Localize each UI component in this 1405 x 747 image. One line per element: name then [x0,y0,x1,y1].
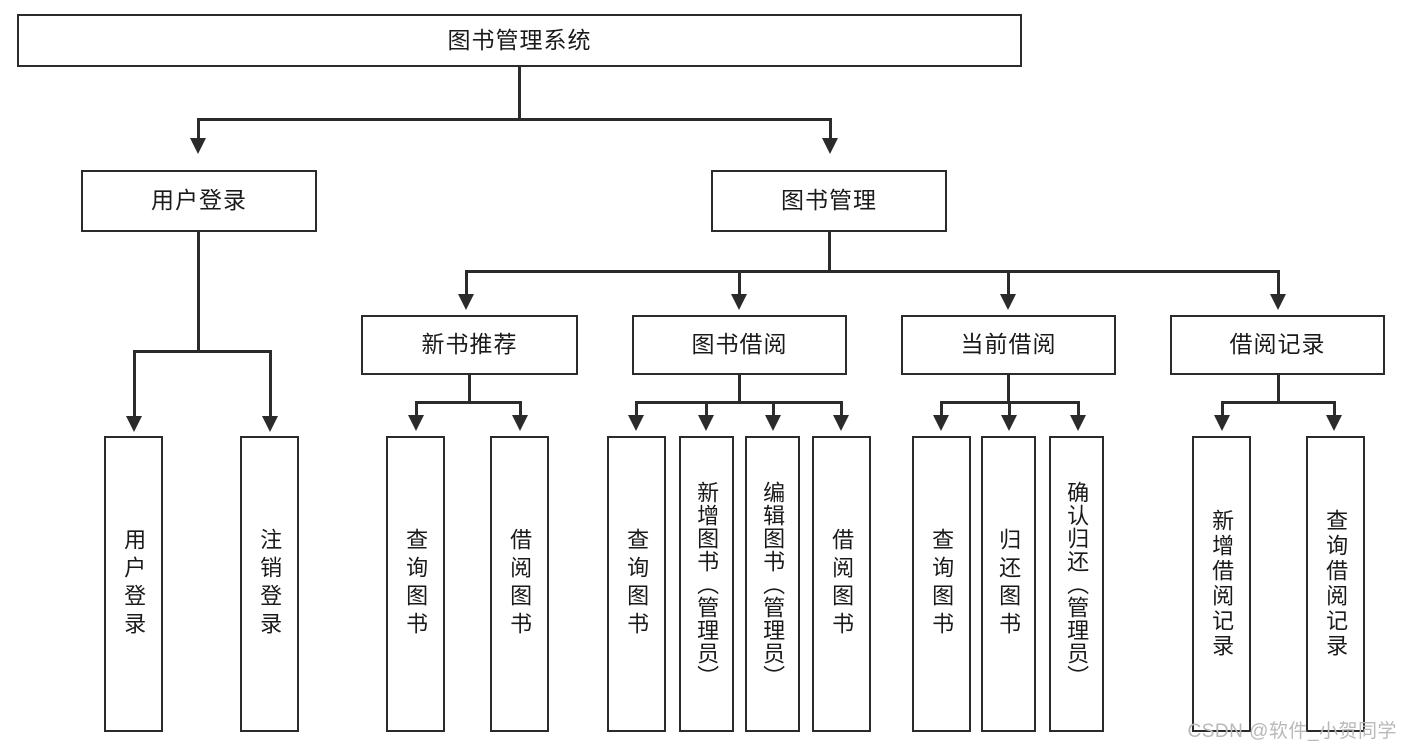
arrow-new-book-rec-to-leaf-2 [512,415,528,431]
connector-book-manage-to-new-book-rec [465,270,468,296]
connector-user-login-bus [134,350,271,353]
node-label: 借阅图书 [829,528,855,640]
node-root-system[interactable]: 图书管理系统 [17,14,1022,67]
node-label: 新增图书（管理员） [694,480,720,688]
node-leaf-query-book-3[interactable]: 查询图书 [912,436,971,732]
arrow-current-borrow-to-leaf-1 [933,415,949,431]
connector-new-book-rec-to-leaf-1 [415,401,418,417]
node-borrow-record[interactable]: 借阅记录 [1170,315,1385,375]
node-leaf-return-book[interactable]: 归还图书 [981,436,1036,732]
arrow-borrow-record-to-leaf-2 [1326,415,1342,431]
node-label: 查询图书 [403,528,429,640]
node-label: 编辑图书（管理员） [760,480,786,688]
connector-book-borrow-to-leaf-3 [772,401,775,417]
node-label: 新增借阅记录 [1209,509,1235,659]
connector-book-manage-to-borrow-record [1277,270,1280,296]
arrow-user-login-to-leaf-1 [126,416,142,432]
connector-user-login-to-leaf-1 [133,350,136,418]
arrow-book-manage-to-current-borrow [1000,294,1016,310]
connector-borrow-record-bus [1222,401,1335,404]
connector-book-manage-to-book-borrow [738,270,741,296]
node-leaf-query-book-1[interactable]: 查询图书 [386,436,445,732]
node-new-book-rec[interactable]: 新书推荐 [361,315,578,375]
connector-book-borrow-to-leaf-1 [635,401,638,417]
connector-current-borrow-to-leaf-1 [940,401,943,417]
arrow-root-to-user-login [190,138,206,154]
node-label: 用户登录 [151,187,247,214]
arrow-book-manage-to-borrow-record [1270,294,1286,310]
node-label: 用户登录 [121,528,147,640]
arrow-root-to-book-manage [822,138,838,154]
node-label: 借阅记录 [1229,331,1326,358]
connector-book-manage-to-current-borrow [1007,270,1010,296]
node-leaf-user-login[interactable]: 用户登录 [104,436,163,732]
node-leaf-query-record[interactable]: 查询借阅记录 [1306,436,1365,732]
arrow-user-login-to-leaf-2 [262,416,278,432]
node-label: 确认归还（管理员） [1064,480,1090,688]
node-leaf-borrow-book-2[interactable]: 借阅图书 [812,436,871,732]
connector-book-manage-stem [828,232,831,272]
connector-current-borrow-stem [1007,375,1010,403]
node-leaf-add-record[interactable]: 新增借阅记录 [1192,436,1251,732]
node-leaf-logout-login[interactable]: 注销登录 [240,436,299,732]
connector-user-login-to-leaf-2 [269,350,272,418]
connector-root-to-book-manage [829,118,832,140]
node-book-manage[interactable]: 图书管理 [711,170,947,232]
node-label: 查询图书 [624,528,650,640]
node-current-borrow[interactable]: 当前借阅 [901,315,1116,375]
arrow-book-borrow-to-leaf-1 [628,415,644,431]
arrow-book-borrow-to-leaf-4 [833,415,849,431]
node-label: 图书借阅 [691,331,788,358]
connector-new-book-rec-stem [468,375,471,403]
connector-book-borrow-bus [636,401,842,404]
connector-book-borrow-stem [738,375,741,403]
connector-new-book-rec-to-leaf-2 [519,401,522,417]
connector-root-bus [198,118,832,121]
node-leaf-confirm-return[interactable]: 确认归还（管理员） [1049,436,1104,732]
connector-user-login-stem [197,232,200,352]
node-leaf-borrow-book-1[interactable]: 借阅图书 [490,436,549,732]
node-book-borrow[interactable]: 图书借阅 [632,315,847,375]
watermark-text: CSDN @软件_小贺同学 [1187,721,1397,742]
node-label: 图书管理 [781,187,877,214]
node-user-login[interactable]: 用户登录 [81,170,317,232]
node-leaf-add-book[interactable]: 新增图书（管理员） [679,436,734,732]
node-label: 注销登录 [257,528,283,640]
node-leaf-query-book-2[interactable]: 查询图书 [607,436,666,732]
connector-book-manage-bus [466,270,1279,273]
connector-root-to-user-login [197,118,200,140]
node-leaf-edit-book[interactable]: 编辑图书（管理员） [745,436,800,732]
node-label: 借阅图书 [507,528,533,640]
node-label: 查询图书 [929,528,955,640]
node-label: 新书推荐 [421,331,518,358]
connector-book-borrow-to-leaf-2 [705,401,708,417]
arrow-book-manage-to-book-borrow [731,294,747,310]
node-label: 归还图书 [996,528,1022,640]
connector-borrow-record-to-leaf-2 [1333,401,1336,417]
arrow-book-borrow-to-leaf-2 [698,415,714,431]
arrow-current-borrow-to-leaf-3 [1070,415,1086,431]
arrow-new-book-rec-to-leaf-1 [408,415,424,431]
connector-current-borrow-to-leaf-2 [1008,401,1011,417]
connector-borrow-record-to-leaf-1 [1221,401,1224,417]
node-label: 查询借阅记录 [1323,509,1349,659]
connector-root-stem [518,67,521,120]
connector-borrow-record-stem [1277,375,1280,403]
arrow-book-manage-to-new-book-rec [458,294,474,310]
arrow-borrow-record-to-leaf-1 [1214,415,1230,431]
node-label: 当前借阅 [960,331,1057,358]
connector-book-borrow-to-leaf-4 [840,401,843,417]
arrow-book-borrow-to-leaf-3 [765,415,781,431]
connector-current-borrow-to-leaf-3 [1077,401,1080,417]
node-label: 图书管理系统 [447,26,592,53]
arrow-current-borrow-to-leaf-2 [1001,415,1017,431]
connector-new-book-rec-bus [416,401,521,404]
